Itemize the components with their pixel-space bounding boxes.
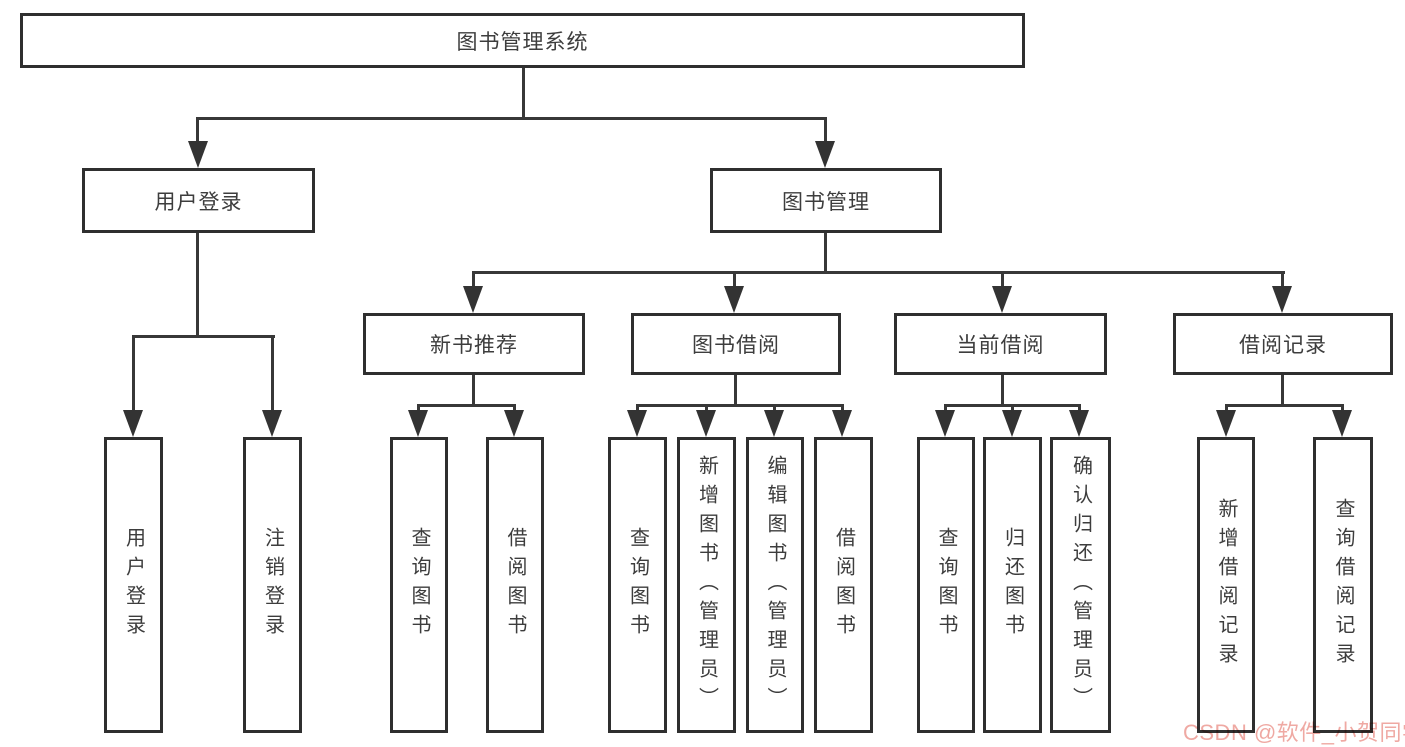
- arrowhead-down-icon: [123, 410, 143, 437]
- leaf-current-query-box: 查询图书: [917, 437, 975, 733]
- leaf-logout-box: 注销登录: [243, 437, 302, 733]
- connector-drop: [513, 404, 516, 413]
- connector-drop: [824, 117, 827, 144]
- connector-drop: [132, 335, 135, 412]
- connector-drop: [944, 404, 947, 413]
- connector-root-stem: [522, 68, 525, 120]
- connector-level3-rail: [473, 271, 1285, 274]
- node-book-mgmt-box: 图书管理: [710, 168, 942, 233]
- arrowhead-down-icon: [935, 410, 955, 437]
- leaf-current-return-label: 归还图书: [1001, 527, 1024, 643]
- leaf-current-confirm-label: 确认归还（管理员）: [1069, 454, 1092, 716]
- connector-borrow-rail: [636, 404, 844, 407]
- connector-drop: [472, 271, 475, 288]
- arrowhead-down-icon: [724, 286, 744, 313]
- connector-level2-rail: [197, 117, 827, 120]
- connector-drop: [705, 404, 708, 413]
- connector-drop: [1078, 404, 1081, 413]
- connector-records-stem: [1281, 375, 1284, 407]
- leaf-records-add-box: 新增借阅记录: [1197, 437, 1255, 733]
- arrowhead-down-icon: [1332, 410, 1352, 437]
- connector-drop: [773, 404, 776, 413]
- node-borrow-box: 图书借阅: [631, 313, 841, 375]
- leaf-borrow-edit-box: 编辑图书（管理员）: [746, 437, 804, 733]
- arrowhead-down-icon: [696, 410, 716, 437]
- leaf-current-confirm-box: 确认归还（管理员）: [1050, 437, 1111, 733]
- csdn-watermark: CSDN @软件_小贺同学: [1183, 720, 1405, 745]
- root-label: 图书管理系统: [456, 30, 589, 54]
- arrowhead-down-icon: [764, 410, 784, 437]
- arrowhead-down-icon: [832, 410, 852, 437]
- leaf-borrow-edit-label: 编辑图书（管理员）: [764, 454, 786, 716]
- arrowhead-down-icon: [262, 410, 282, 437]
- node-user-login-box: 用户登录: [82, 168, 315, 233]
- connector-drop: [1001, 271, 1004, 288]
- connector-drop: [196, 117, 199, 144]
- leaf-recommend-query-box: 查询图书: [390, 437, 448, 733]
- leaf-recommend-borrow-box: 借阅图书: [486, 437, 544, 733]
- connector-drop: [733, 271, 736, 288]
- leaf-records-query-box: 查询借阅记录: [1313, 437, 1373, 733]
- leaf-current-return-box: 归还图书: [983, 437, 1042, 733]
- node-records-label: 借阅记录: [1239, 334, 1327, 357]
- node-recommend-box: 新书推荐: [363, 313, 585, 375]
- node-recommend-label: 新书推荐: [430, 334, 518, 357]
- leaf-current-query-label: 查询图书: [935, 527, 957, 643]
- leaf-borrow-borrow-label: 借阅图书: [832, 527, 855, 643]
- node-user-login-label: 用户登录: [154, 190, 243, 214]
- connector-drop: [1011, 404, 1014, 413]
- leaf-records-query-label: 查询借阅记录: [1332, 498, 1354, 672]
- arrowhead-down-icon: [992, 286, 1012, 313]
- arrowhead-down-icon: [1272, 286, 1292, 313]
- connector-drop: [417, 404, 420, 413]
- arrowhead-down-icon: [1216, 410, 1236, 437]
- connector-drop: [271, 335, 274, 412]
- leaf-recommend-borrow-label: 借阅图书: [504, 527, 526, 643]
- leaf-logout-label: 注销登录: [261, 527, 284, 643]
- leaf-borrow-add-label: 新增图书（管理员）: [695, 454, 718, 716]
- leaf-user-login-box: 用户登录: [104, 437, 163, 733]
- arrowhead-down-icon: [815, 141, 835, 168]
- connector-recommend-rail: [417, 404, 516, 407]
- leaf-borrow-add-box: 新增图书（管理员）: [677, 437, 736, 733]
- connector-drop: [841, 404, 844, 413]
- arrowhead-down-icon: [1069, 410, 1089, 437]
- node-borrow-label: 图书借阅: [692, 334, 780, 357]
- connector-borrow-stem: [734, 375, 737, 407]
- connector-user-rail: [132, 335, 275, 338]
- node-current-box: 当前借阅: [894, 313, 1107, 375]
- node-current-label: 当前借阅: [956, 334, 1045, 357]
- connector-drop: [636, 404, 639, 413]
- leaf-borrow-query-box: 查询图书: [608, 437, 667, 733]
- node-book-mgmt-label: 图书管理: [782, 190, 870, 214]
- arrowhead-down-icon: [188, 141, 208, 168]
- leaf-records-add-label: 新增借阅记录: [1215, 498, 1237, 672]
- connector-records-rail: [1225, 404, 1344, 407]
- connector-drop: [1225, 404, 1228, 413]
- connector-current-stem: [1001, 375, 1004, 407]
- leaf-borrow-query-label: 查询图书: [626, 527, 649, 643]
- arrowhead-down-icon: [408, 410, 428, 437]
- root-box: 图书管理系统: [20, 13, 1025, 68]
- connector-drop: [1281, 271, 1284, 288]
- connector-recommend-stem: [472, 375, 475, 407]
- arrowhead-down-icon: [463, 286, 483, 313]
- arrowhead-down-icon: [1002, 410, 1022, 437]
- leaf-user-login-label: 用户登录: [122, 527, 145, 643]
- connector-drop: [1341, 404, 1344, 413]
- arrowhead-down-icon: [627, 410, 647, 437]
- connector-mgmt-stem: [824, 233, 827, 274]
- leaf-recommend-query-label: 查询图书: [408, 527, 430, 643]
- leaf-borrow-borrow-box: 借阅图书: [814, 437, 873, 733]
- connector-user-stem: [196, 233, 199, 338]
- arrowhead-down-icon: [504, 410, 524, 437]
- node-records-box: 借阅记录: [1173, 313, 1393, 375]
